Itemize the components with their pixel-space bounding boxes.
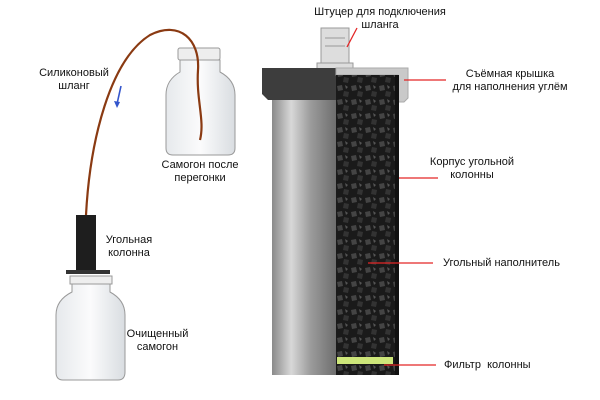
filter-label: Фильтр колонны <box>444 359 531 371</box>
silicone-hose <box>84 28 203 216</box>
receiver-bottle <box>55 275 126 381</box>
leader-lines <box>346 27 446 366</box>
filter-disc <box>337 357 393 364</box>
carbon-column <box>262 27 409 375</box>
carbon-column-small <box>66 215 110 274</box>
flow-arrow-icon <box>114 85 122 108</box>
filler-label: Угольный наполнитель <box>443 257 560 269</box>
